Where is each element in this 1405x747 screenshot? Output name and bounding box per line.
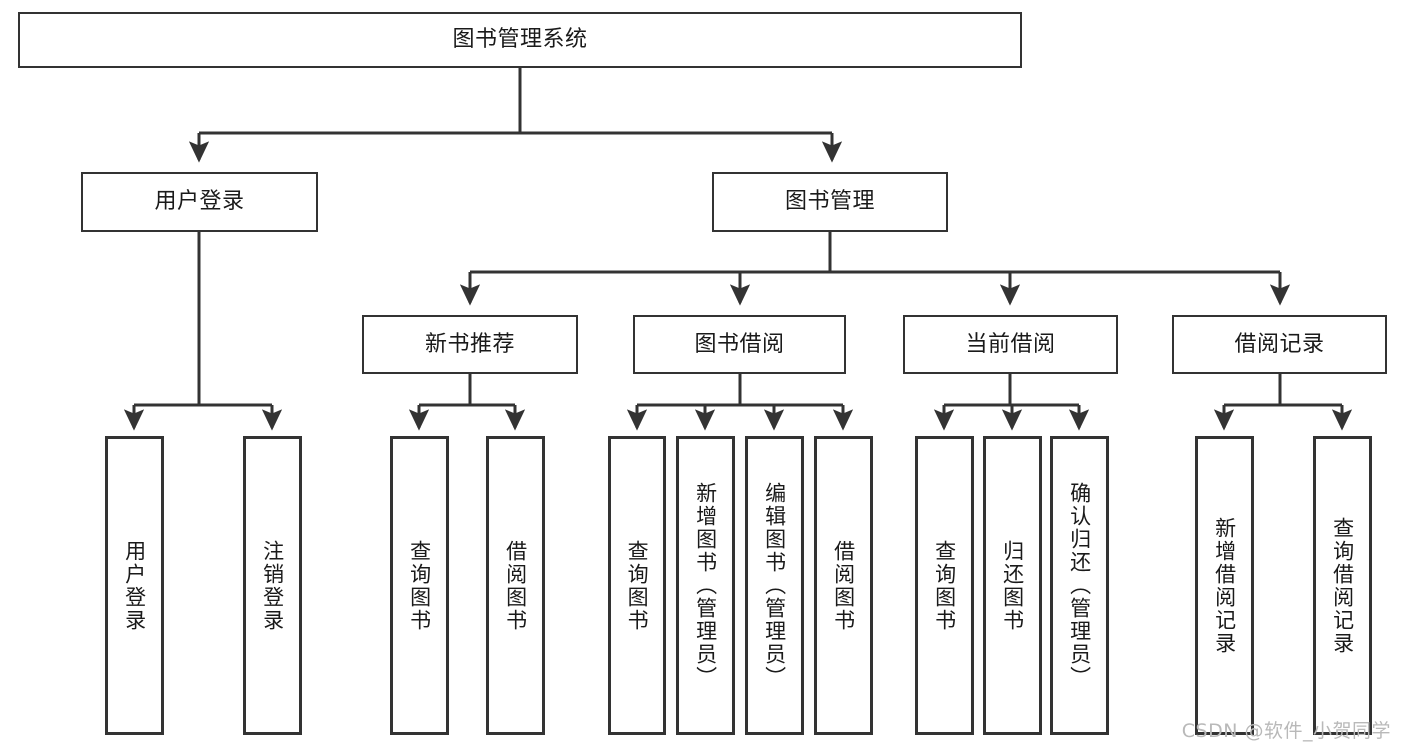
leaf-add-record-label: 新增借阅记录: [1212, 516, 1237, 655]
leaf-query-record[interactable]: 查询借阅记录: [1313, 436, 1372, 735]
leaf-return-book-label: 归还图书: [1000, 539, 1025, 632]
leaf-confirm-return[interactable]: 确认归还（管理员）: [1050, 436, 1109, 735]
csdn-watermark: CSDN @软件_小贺同学: [1181, 720, 1391, 742]
node-new-book-rec[interactable]: 新书推荐: [362, 315, 578, 374]
node-new-book-rec-label: 新书推荐: [424, 331, 515, 357]
leaf-query-book-rec[interactable]: 查询图书: [390, 436, 449, 735]
leaf-query-book-rec-label: 查询图书: [407, 539, 432, 632]
leaf-borrow-book-rec[interactable]: 借阅图书: [486, 436, 545, 735]
leaf-confirm-return-label: 确认归还（管理员）: [1067, 482, 1092, 689]
leaf-edit-book[interactable]: 编辑图书（管理员）: [745, 436, 804, 735]
leaf-query-record-label: 查询借阅记录: [1330, 516, 1355, 655]
node-borrow-record[interactable]: 借阅记录: [1172, 315, 1387, 374]
leaf-user-login-label: 用户登录: [122, 539, 147, 632]
node-user-login[interactable]: 用户登录: [81, 172, 318, 232]
leaf-query-book-cur-label: 查询图书: [932, 539, 957, 632]
node-current-borrow-label: 当前借阅: [965, 331, 1056, 357]
leaf-query-book-cur[interactable]: 查询图书: [915, 436, 974, 735]
node-root-label: 图书管理系统: [452, 27, 588, 53]
node-root[interactable]: 图书管理系统: [18, 12, 1022, 68]
leaf-borrow-book-label: 借阅图书: [831, 539, 856, 632]
leaf-query-book-bor[interactable]: 查询图书: [608, 436, 666, 735]
leaf-logout-label: 注销登录: [260, 539, 285, 632]
leaf-query-book-bor-label: 查询图书: [625, 539, 650, 632]
node-book-borrow-label: 图书借阅: [694, 331, 785, 357]
node-book-borrow[interactable]: 图书借阅: [633, 315, 846, 374]
node-book-manage-label: 图书管理: [784, 189, 875, 215]
leaf-edit-book-label: 编辑图书（管理员）: [762, 482, 787, 689]
leaf-logout[interactable]: 注销登录: [243, 436, 302, 735]
node-user-login-label: 用户登录: [154, 189, 245, 215]
node-current-borrow[interactable]: 当前借阅: [903, 315, 1118, 374]
leaf-user-login[interactable]: 用户登录: [105, 436, 164, 735]
node-book-manage[interactable]: 图书管理: [712, 172, 948, 232]
leaf-add-book[interactable]: 新增图书（管理员）: [676, 436, 735, 735]
leaf-add-book-label: 新增图书（管理员）: [693, 482, 718, 689]
node-borrow-record-label: 借阅记录: [1234, 331, 1325, 357]
leaf-borrow-book-rec-label: 借阅图书: [503, 539, 528, 632]
leaf-return-book[interactable]: 归还图书: [983, 436, 1042, 735]
leaf-borrow-book[interactable]: 借阅图书: [814, 436, 873, 735]
leaf-add-record[interactable]: 新增借阅记录: [1195, 436, 1254, 735]
